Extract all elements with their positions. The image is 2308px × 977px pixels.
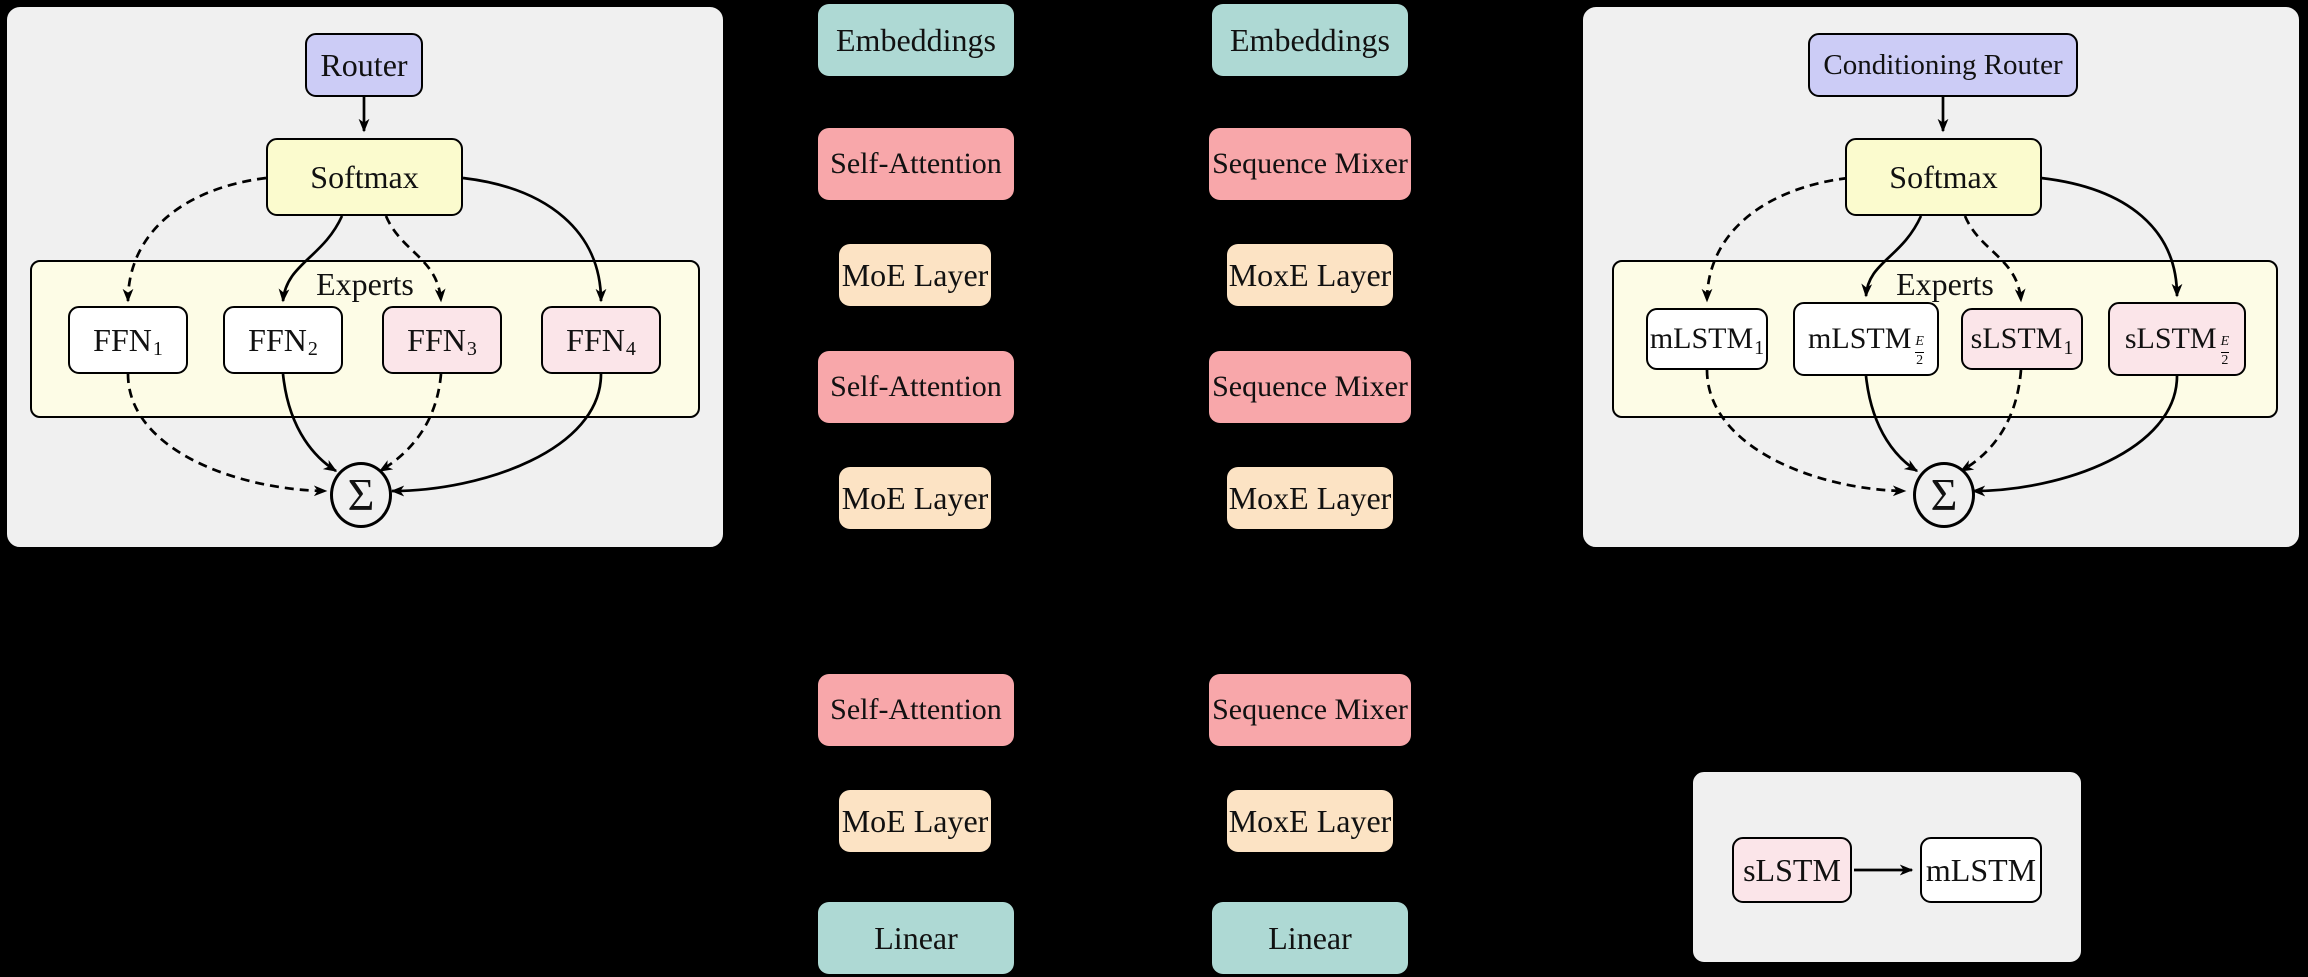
experts-group-label: Experts xyxy=(316,266,414,302)
expert-label: FFN xyxy=(93,321,152,358)
arrow-softmax-to-slstm-e2 xyxy=(2040,176,2183,298)
stack2-moxe-layer-1: MoxE Layer xyxy=(1227,244,1393,306)
router-label: Router xyxy=(320,46,408,83)
stack-box-label: MoE Layer xyxy=(841,479,989,516)
stack1-linear: Linear xyxy=(818,902,1014,974)
experts-group-label-right: Experts xyxy=(1896,266,1994,302)
stack-box-label: MoE Layer xyxy=(841,256,989,293)
stack-box-label: MoxE Layer xyxy=(1228,256,1392,293)
stack1-self-attention-3: Self-Attention xyxy=(818,674,1014,746)
fraction-bar xyxy=(1915,351,1924,353)
arrow-softmax-to-mlstm-e2 xyxy=(1861,215,1923,298)
stack2-moxe-layer-3: MoxE Layer xyxy=(1227,790,1393,852)
stack-box-label: Sequence Mixer xyxy=(1212,370,1408,403)
arrow-ffn4-to-sum xyxy=(390,373,603,497)
expert-label: FFN xyxy=(566,321,625,358)
arrow-softmax-to-mlstm1 xyxy=(1701,176,1849,303)
expert-subscript: 2 xyxy=(307,337,318,360)
conditioning-router-label: Conditioning Router xyxy=(1823,48,2063,81)
stack-box-label: Embeddings xyxy=(836,21,996,58)
arrow-softmax-to-ffn1 xyxy=(122,176,267,303)
stack1-moe-layer-1: MoE Layer xyxy=(839,244,991,306)
arrow-softmax-to-ffn2 xyxy=(278,215,344,303)
stack-box-label: Self-Attention xyxy=(830,147,1002,180)
stack-box-label: Self-Attention xyxy=(830,693,1002,726)
router-box: Router xyxy=(305,33,423,97)
arrow-softmax-to-ffn3 xyxy=(384,215,446,303)
stack-box-label: Sequence Mixer xyxy=(1212,693,1408,726)
stack2-embeddings: Embeddings xyxy=(1212,4,1408,76)
expert-label: FFN xyxy=(407,321,466,358)
stack-box-label: MoxE Layer xyxy=(1228,479,1392,516)
legend-slstm-box: sLSTM xyxy=(1732,837,1852,903)
stack1-moe-layer-3: MoE Layer xyxy=(839,790,991,852)
arrow-mlstm1-to-sum xyxy=(1705,369,1907,497)
stack2-sequence-mixer-2: Sequence Mixer xyxy=(1209,351,1411,423)
softmax-label: Softmax xyxy=(1889,158,1998,195)
stack1-self-attention-2: Self-Attention xyxy=(818,351,1014,423)
softmax-box-right: Softmax xyxy=(1845,138,2042,216)
arrow-ffn3-to-sum xyxy=(378,373,443,473)
softmax-box: Softmax xyxy=(266,138,463,216)
stack2-moxe-layer-2: MoxE Layer xyxy=(1227,467,1393,529)
legend-slstm-label: sLSTM xyxy=(1743,851,1841,888)
stack-box-label: Self-Attention xyxy=(830,370,1002,403)
sum-symbol: Σ xyxy=(1930,469,1958,520)
expert-subscript: 1 xyxy=(1754,336,1765,359)
stack-box-label: Linear xyxy=(1268,919,1352,956)
softmax-label: Softmax xyxy=(310,158,419,195)
arrow-softmax-to-slstm1 xyxy=(1963,215,2026,303)
stack1-self-attention-1: Self-Attention xyxy=(818,128,1014,200)
expert-label: FFN xyxy=(248,321,307,358)
stack-box-label: Embeddings xyxy=(1230,21,1390,58)
legend-mlstm-box: mLSTM xyxy=(1920,837,2042,903)
stack-box-label: MoE Layer xyxy=(841,802,989,839)
sum-symbol: Σ xyxy=(347,469,375,520)
stack-box-label: MoxE Layer xyxy=(1228,802,1392,839)
expert-label: mLSTM xyxy=(1649,322,1754,355)
stack2-sequence-mixer-3: Sequence Mixer xyxy=(1209,674,1411,746)
expert-label: mLSTM xyxy=(1808,322,1912,355)
arrow-mlstm-e2-to-sum xyxy=(1864,375,1919,473)
stack1-moe-layer-2: MoE Layer xyxy=(839,467,991,529)
stack2-sequence-mixer-1: Sequence Mixer xyxy=(1209,128,1411,200)
conditioning-router-box: Conditioning Router xyxy=(1808,33,2078,97)
sum-node-right: Σ xyxy=(1913,462,1975,528)
sum-node: Σ xyxy=(330,462,392,528)
expert-label: sLSTM xyxy=(2124,322,2217,355)
expert-subscript: 4 xyxy=(625,337,636,360)
expert-label: sLSTM xyxy=(1970,322,2063,355)
expert-subscript: 1 xyxy=(152,337,163,360)
arrow-softmax-to-ffn4 xyxy=(462,176,607,303)
stack1-embeddings: Embeddings xyxy=(818,4,1014,76)
arrow-slstm-e2-to-sum xyxy=(1971,375,2179,497)
stack2-linear: Linear xyxy=(1212,902,1408,974)
arrow-ffn2-to-sum xyxy=(281,373,338,473)
fraction-bar xyxy=(2220,351,2230,353)
legend-mlstm-label: mLSTM xyxy=(1925,851,2037,888)
arrow-ffn1-to-sum xyxy=(126,373,328,497)
expert-subscript: 3 xyxy=(466,337,477,360)
stack-box-label: Sequence Mixer xyxy=(1212,147,1408,180)
arrow-slstm1-to-sum xyxy=(1959,369,2023,473)
stack-box-label: Linear xyxy=(874,919,958,956)
expert-subscript: 1 xyxy=(2063,336,2074,359)
